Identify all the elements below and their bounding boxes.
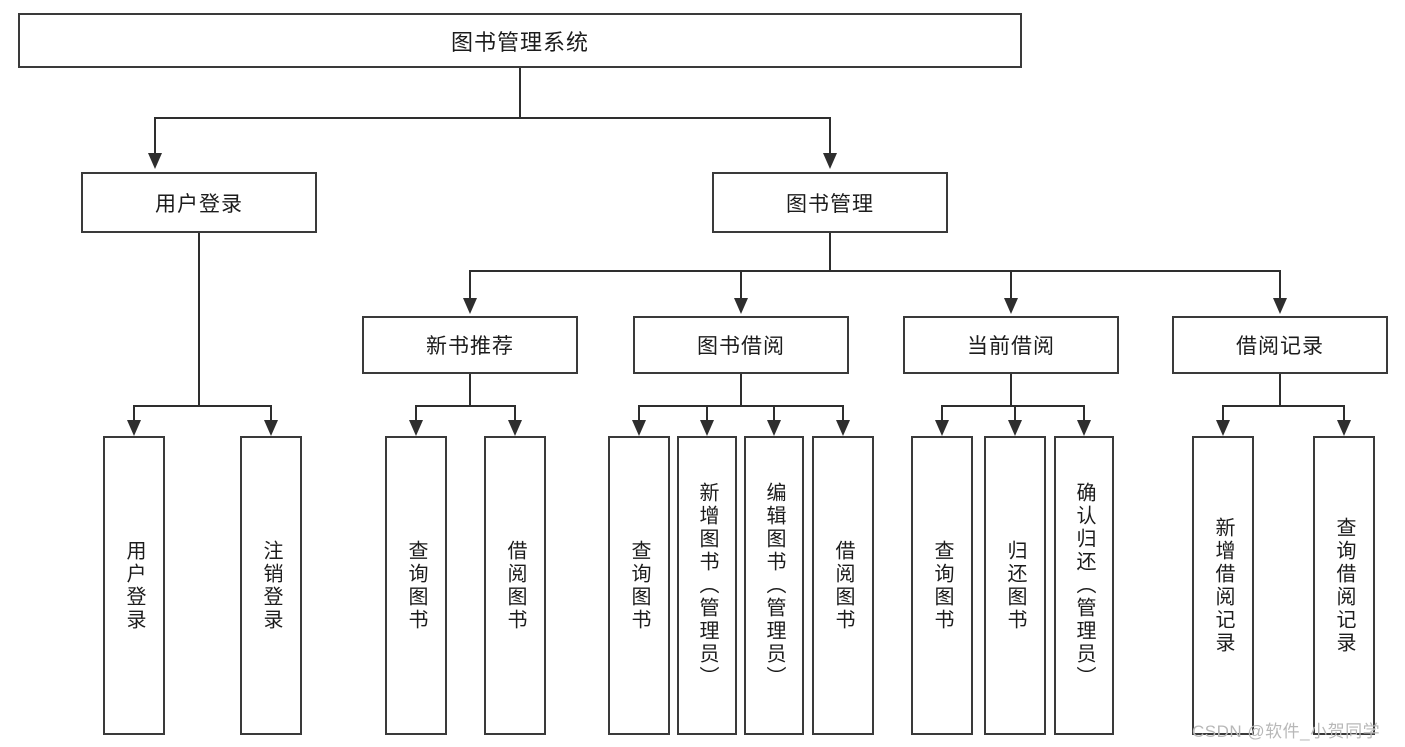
connector-current-borrow-stem bbox=[1010, 374, 1012, 406]
node-label: 新增图书（管理员） bbox=[696, 482, 718, 689]
connector-bm-to-new-book bbox=[469, 270, 471, 300]
arrow-to-leaf-query-book-1 bbox=[409, 420, 423, 436]
node-label: 用户登录 bbox=[155, 192, 243, 216]
arrow-to-book-borrow bbox=[734, 298, 748, 314]
arrow-to-new-book-recommend bbox=[463, 298, 477, 314]
node-root-book-management-system[interactable]: 图书管理系统 bbox=[18, 13, 1022, 68]
node-label: 用户登录 bbox=[123, 539, 145, 632]
connector-user-login-stem bbox=[198, 233, 200, 406]
leaf-edit-book-admin[interactable]: 编辑图书（管理员） bbox=[744, 436, 804, 735]
arrow-to-book-management bbox=[823, 153, 837, 169]
connector-nb-to-leaf-1 bbox=[415, 405, 417, 422]
connector-new-book-bus bbox=[415, 405, 515, 407]
connector-br-to-leaf-1 bbox=[1222, 405, 1224, 422]
connector-cb-to-leaf-3 bbox=[1083, 405, 1085, 422]
node-user-login[interactable]: 用户登录 bbox=[81, 172, 317, 233]
leaf-add-book-admin[interactable]: 新增图书（管理员） bbox=[677, 436, 737, 735]
node-current-borrow[interactable]: 当前借阅 bbox=[903, 316, 1119, 374]
node-book-borrow[interactable]: 图书借阅 bbox=[633, 316, 849, 374]
node-label: 图书管理系统 bbox=[450, 29, 589, 55]
arrow-to-borrow-record bbox=[1273, 298, 1287, 314]
arrow-to-leaf-query-book-2 bbox=[632, 420, 646, 436]
connector-bm-to-current-borrow bbox=[1010, 270, 1012, 300]
connector-borrow-record-bus bbox=[1222, 405, 1344, 407]
node-label: 查询图书 bbox=[628, 539, 650, 632]
connector-cb-to-leaf-1 bbox=[941, 405, 943, 422]
arrow-to-leaf-return-book bbox=[1008, 420, 1022, 436]
node-label: 查询借阅记录 bbox=[1333, 516, 1355, 655]
node-label: 当前借阅 bbox=[967, 335, 1055, 358]
connector-new-book-stem bbox=[469, 374, 471, 406]
connector-user-login-to-leaf-2 bbox=[270, 405, 272, 422]
node-label: 查询图书 bbox=[405, 539, 427, 632]
connector-book-borrow-bus bbox=[638, 405, 843, 407]
node-label: 借阅图书 bbox=[504, 539, 526, 632]
arrow-to-leaf-borrow-book-1 bbox=[508, 420, 522, 436]
leaf-borrow-book-1[interactable]: 借阅图书 bbox=[484, 436, 546, 735]
leaf-return-book[interactable]: 归还图书 bbox=[984, 436, 1046, 735]
arrow-to-leaf-add-borrow-record bbox=[1216, 420, 1230, 436]
node-borrow-record[interactable]: 借阅记录 bbox=[1172, 316, 1388, 374]
connector-root-stem bbox=[519, 68, 521, 117]
node-label: 新书推荐 bbox=[426, 335, 514, 358]
connector-borrow-record-stem bbox=[1279, 374, 1281, 406]
node-book-management[interactable]: 图书管理 bbox=[712, 172, 948, 233]
csdn-watermark: CSDN @软件_小贺同学 bbox=[1192, 722, 1381, 741]
connector-root-to-book-management bbox=[829, 117, 831, 155]
connector-bm-to-borrow-record bbox=[1279, 270, 1281, 300]
arrow-to-leaf-confirm-return-admin bbox=[1077, 420, 1091, 436]
connector-current-borrow-bus bbox=[941, 405, 1084, 407]
arrow-to-leaf-add-book-admin bbox=[700, 420, 714, 436]
connector-bb-to-leaf-4 bbox=[842, 405, 844, 422]
node-label: 编辑图书（管理员） bbox=[763, 482, 785, 689]
node-label: 图书借阅 bbox=[697, 335, 785, 358]
leaf-confirm-return-admin[interactable]: 确认归还（管理员） bbox=[1054, 436, 1114, 735]
leaf-add-borrow-record[interactable]: 新增借阅记录 bbox=[1192, 436, 1254, 735]
arrow-to-leaf-edit-book-admin bbox=[767, 420, 781, 436]
connector-root-to-user-login bbox=[154, 117, 156, 155]
leaf-user-logout[interactable]: 注销登录 bbox=[240, 436, 302, 735]
connector-bm-to-book-borrow bbox=[740, 270, 742, 300]
connector-book-borrow-stem bbox=[740, 374, 742, 406]
connector-book-management-stem bbox=[829, 233, 831, 271]
node-label: 查询图书 bbox=[931, 539, 953, 632]
connector-user-login-bus bbox=[133, 405, 272, 407]
connector-bb-to-leaf-3 bbox=[773, 405, 775, 422]
node-label: 图书管理 bbox=[786, 192, 874, 216]
arrow-to-current-borrow bbox=[1004, 298, 1018, 314]
connector-bb-to-leaf-1 bbox=[638, 405, 640, 422]
connector-book-management-bus bbox=[469, 270, 1280, 272]
arrow-to-leaf-query-book-3 bbox=[935, 420, 949, 436]
node-new-book-recommend[interactable]: 新书推荐 bbox=[362, 316, 578, 374]
node-label: 注销登录 bbox=[260, 539, 282, 632]
arrow-to-leaf-borrow-book-2 bbox=[836, 420, 850, 436]
connector-nb-to-leaf-2 bbox=[514, 405, 516, 422]
node-label: 新增借阅记录 bbox=[1212, 516, 1234, 655]
leaf-query-borrow-record[interactable]: 查询借阅记录 bbox=[1313, 436, 1375, 735]
arrow-to-leaf-user-logout bbox=[264, 420, 278, 436]
leaf-query-book-3[interactable]: 查询图书 bbox=[911, 436, 973, 735]
leaf-borrow-book-2[interactable]: 借阅图书 bbox=[812, 436, 874, 735]
leaf-query-book-1[interactable]: 查询图书 bbox=[385, 436, 447, 735]
node-label: 借阅记录 bbox=[1236, 335, 1324, 358]
arrow-to-user-login bbox=[148, 153, 162, 169]
leaf-user-login[interactable]: 用户登录 bbox=[103, 436, 165, 735]
node-label: 确认归还（管理员） bbox=[1073, 482, 1095, 689]
connector-root-bus bbox=[154, 117, 830, 119]
arrow-to-leaf-query-borrow-record bbox=[1337, 420, 1351, 436]
connector-br-to-leaf-2 bbox=[1343, 405, 1345, 422]
arrow-to-leaf-user-login bbox=[127, 420, 141, 436]
leaf-query-book-2[interactable]: 查询图书 bbox=[608, 436, 670, 735]
connector-bb-to-leaf-2 bbox=[706, 405, 708, 422]
connector-cb-to-leaf-2 bbox=[1014, 405, 1016, 422]
node-label: 归还图书 bbox=[1004, 539, 1026, 632]
connector-user-login-to-leaf-1 bbox=[133, 405, 135, 422]
node-label: 借阅图书 bbox=[832, 539, 854, 632]
